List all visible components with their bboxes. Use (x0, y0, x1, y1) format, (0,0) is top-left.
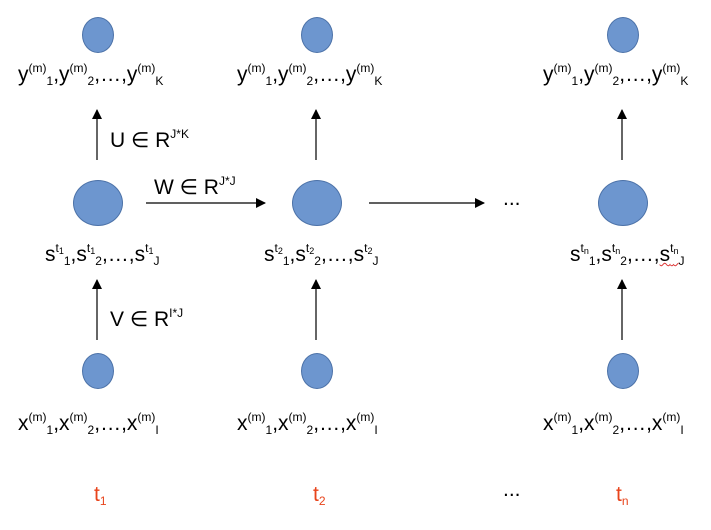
matrix-w-label: W ∈ RJ*J (154, 174, 236, 199)
time-label-t1: t1 (94, 483, 107, 509)
output-node-tn (607, 17, 639, 53)
hidden-node-t1 (73, 180, 123, 226)
matrix-u-label: U ∈ RJ*K (110, 127, 189, 152)
input-node-tn (607, 353, 639, 389)
input-node-t2 (301, 353, 333, 389)
hidden-label-t1: st11,st12,…,st1J (45, 241, 160, 269)
middle-ellipsis: ... (503, 187, 521, 210)
output-label-tn: y(m)1,y(m)2,…,y(m)K (543, 61, 689, 89)
hidden-label-t2: st21,st22,…,st2J (264, 241, 379, 269)
bottom-ellipsis: ... (503, 478, 521, 501)
output-label-t2: y(m)1,y(m)2,…,y(m)K (237, 61, 383, 89)
time-label-tn: tn (616, 483, 629, 509)
output-node-t2 (301, 17, 333, 53)
hidden-label-tn: stn1,stn2,…,stnJ (570, 241, 685, 269)
time-label-t2: t2 (313, 483, 326, 509)
input-label-t1: x(m)1,x(m)2,…,x(m)I (18, 410, 159, 438)
hidden-node-t2 (292, 180, 342, 226)
output-node-t1 (82, 17, 114, 53)
output-label-t1: y(m)1,y(m)2,…,y(m)K (18, 61, 164, 89)
hidden-node-tn (598, 180, 648, 226)
input-node-t1 (82, 353, 114, 389)
input-label-tn: x(m)1,x(m)2,…,x(m)I (543, 410, 684, 438)
matrix-v-label: V ∈ RI*J (110, 306, 184, 331)
input-label-t2: x(m)1,x(m)2,…,x(m)I (237, 410, 378, 438)
